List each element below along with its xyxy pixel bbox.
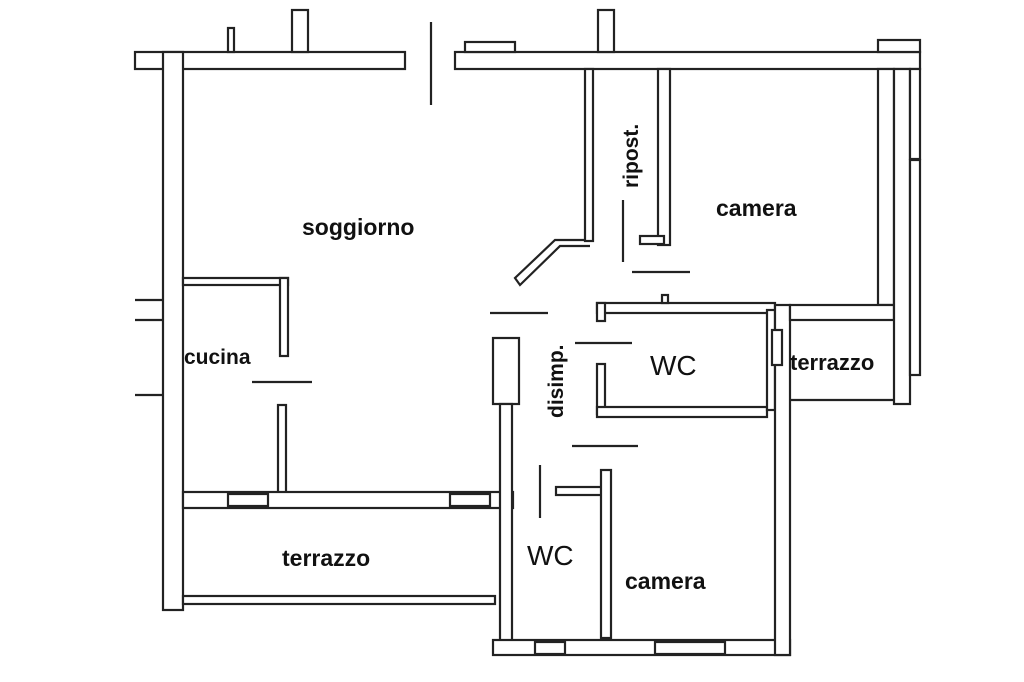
room-label-soggiorno: soggiorno	[302, 214, 415, 240]
room-label-wc-right: WC	[650, 350, 697, 381]
room-label-wc-bottom: WC	[527, 540, 574, 571]
room-label-terrazzo-right: terrazzo	[790, 350, 875, 375]
room-label-terrazzo-bottom: terrazzo	[282, 545, 371, 571]
room-label-cucina: cucina	[184, 346, 251, 369]
room-label-camera-top: camera	[716, 195, 797, 221]
room-label-disimpegno: disimp.	[545, 344, 568, 418]
room-label-camera-bottom: camera	[625, 568, 706, 594]
room-label-ripostiglio: ripost.	[620, 123, 643, 188]
